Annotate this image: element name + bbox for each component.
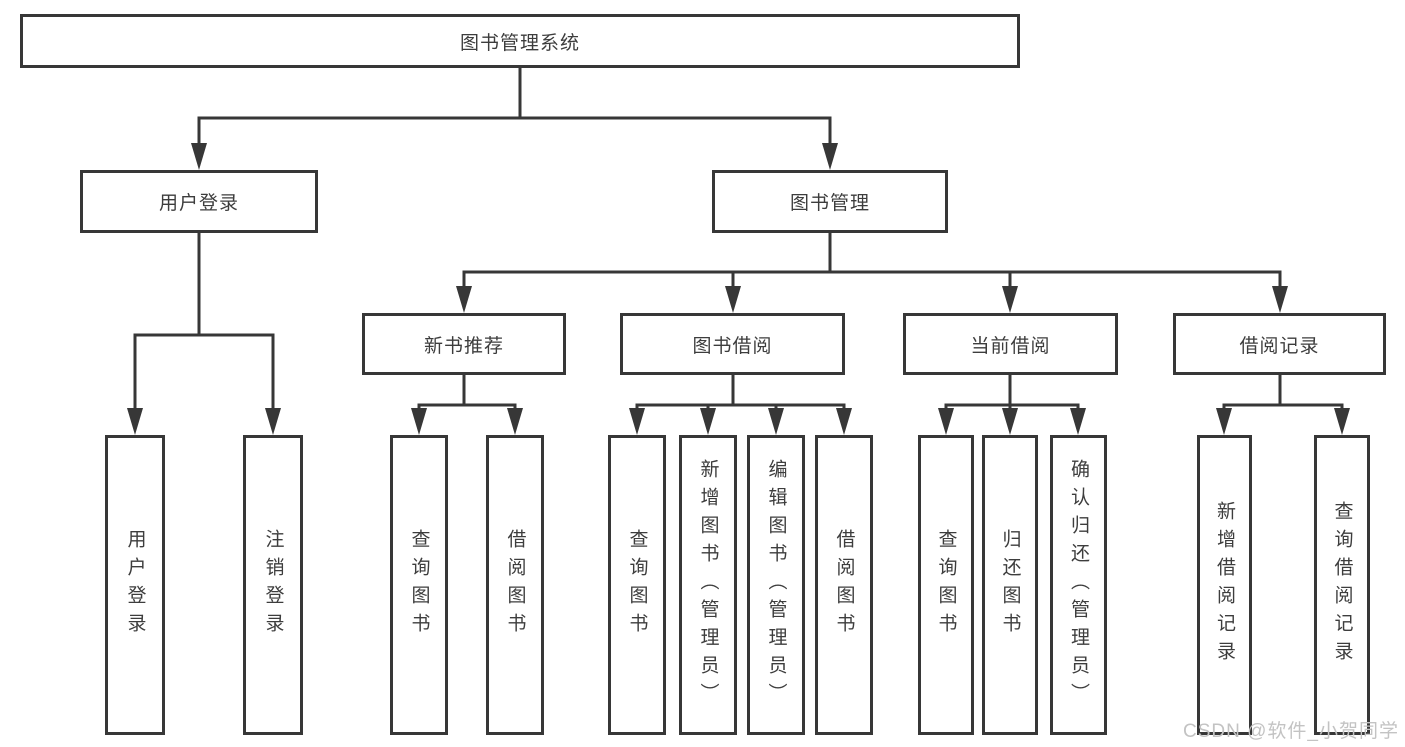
node-label: 新增借阅记录: [1214, 501, 1235, 669]
node-label: 查询借阅记录: [1331, 501, 1353, 669]
node-label: 确认归还（管理员）: [1068, 459, 1089, 711]
node-label: 借阅图书: [833, 529, 855, 641]
node-label: 查询图书: [626, 529, 648, 641]
node-current-borrow: 当前借阅: [903, 313, 1118, 375]
node-root-system: 图书管理系统: [20, 14, 1020, 68]
leaf-edit-books-admin: 编辑图书（管理员）: [747, 435, 805, 735]
node-label: 图书管理系统: [459, 32, 580, 54]
node-label: 当前借阅: [970, 335, 1051, 357]
node-label: 用户登录: [124, 529, 146, 641]
node-label: 用户登录: [158, 193, 239, 214]
leaf-user-login: 用户登录: [105, 435, 165, 735]
node-label: 查询图书: [408, 529, 430, 641]
leaf-add-books-admin: 新增图书（管理员）: [679, 435, 737, 735]
leaf-confirm-return-admin: 确认归还（管理员）: [1050, 435, 1107, 735]
leaf-query-borrow-record: 查询借阅记录: [1314, 435, 1370, 735]
node-label: 注销登录: [262, 529, 284, 641]
node-new-book-recommend: 新书推荐: [362, 313, 566, 375]
node-label: 编辑图书（管理员）: [765, 459, 787, 711]
node-label: 新增图书（管理员）: [697, 459, 719, 711]
node-label: 借阅图书: [504, 529, 526, 641]
node-label: 查询图书: [935, 529, 957, 641]
leaf-query-books-borrow: 查询图书: [608, 435, 666, 735]
leaf-query-books-recommend: 查询图书: [390, 435, 448, 735]
node-book-borrow: 图书借阅: [620, 313, 845, 375]
node-label: 图书管理: [789, 193, 870, 214]
leaf-borrow-books: 借阅图书: [815, 435, 873, 735]
node-book-management-branch: 图书管理: [712, 170, 948, 233]
node-label: 新书推荐: [423, 335, 504, 357]
node-borrow-records: 借阅记录: [1173, 313, 1386, 375]
leaf-borrow-books-recommend: 借阅图书: [486, 435, 544, 735]
leaf-return-books: 归还图书: [982, 435, 1038, 735]
leaf-logout: 注销登录: [243, 435, 303, 735]
leaf-query-books-current: 查询图书: [918, 435, 974, 735]
node-label: 图书借阅: [692, 335, 773, 357]
csdn-watermark: CSDN @软件_小贺同学: [1183, 721, 1399, 742]
node-user-login-branch: 用户登录: [80, 170, 318, 233]
node-label: 归还图书: [999, 529, 1021, 641]
node-label: 借阅记录: [1239, 335, 1320, 357]
leaf-add-borrow-record: 新增借阅记录: [1197, 435, 1252, 735]
